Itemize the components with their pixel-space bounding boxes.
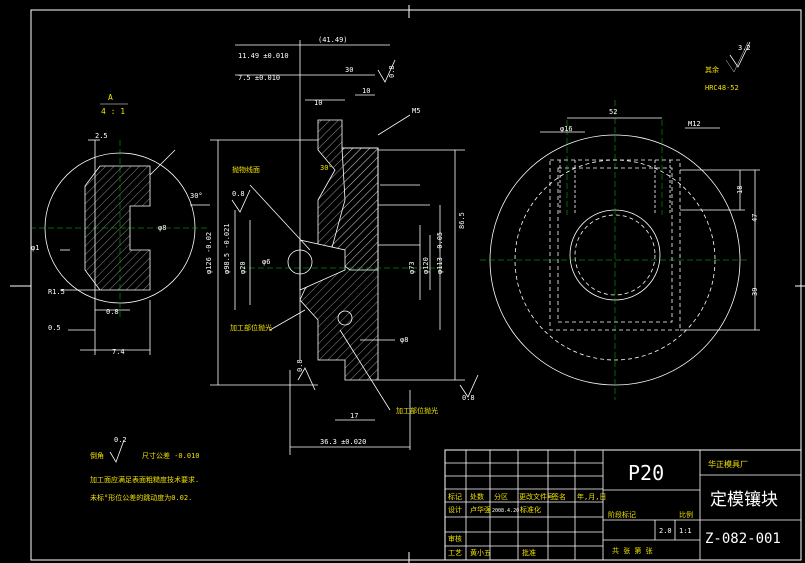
section-note-2: 30° xyxy=(320,164,333,172)
sheet-info: 共 张 第 张 xyxy=(612,546,653,555)
detail-dim-1: 2.5 xyxy=(95,132,108,140)
row-label-6: 年,月,日 xyxy=(577,492,606,501)
detail-dim-3: 0.8 xyxy=(106,308,119,316)
section-note-3: 加工部位抛光 xyxy=(230,323,272,332)
detail-dim-2: R1.5 xyxy=(48,288,65,296)
section-view-roughness xyxy=(231,59,479,398)
section-rough-1: 0.8 xyxy=(388,65,396,78)
designer-name: 卢华强 xyxy=(470,505,491,514)
row-label-1: 标记 xyxy=(448,492,462,501)
section-view-labels: (41.49) 11.49 ±0.010 30 7.5 ±0.010 10 10… xyxy=(205,36,475,446)
title-block-labels: P20 华正模具厂 定模镶块 Z-082-001 2.0 1:1 阶段标记 比例… xyxy=(448,459,781,557)
row-label-2: 处数 xyxy=(470,492,484,501)
approver-name: 黄小五 xyxy=(470,548,491,557)
stage-label: 阶段标记 xyxy=(608,510,636,519)
design-date: 2008.4.20 xyxy=(492,508,519,514)
note-2: 加工面应满足表面粗糙度技术要求. xyxy=(90,475,199,484)
detail-dim-7: φ8 xyxy=(158,224,166,232)
detail-dim-4: 7.4 xyxy=(112,348,125,356)
process-label: 工艺 xyxy=(448,549,462,557)
section-left-dim-1: φ126 -0.02 xyxy=(205,232,213,274)
note-1-suffix: 尺寸公差 -0.010 xyxy=(142,451,200,460)
plan-dim-3: φ16 xyxy=(560,125,573,133)
designer-label: 设计 xyxy=(448,505,462,514)
detail-scale: 4 : 1 xyxy=(101,107,125,116)
section-bottom-dim-1: 17 xyxy=(350,412,358,420)
detail-label: A xyxy=(108,93,113,102)
section-left-dim-4: φ6 xyxy=(262,258,270,266)
row-label-5: 签名 xyxy=(552,492,566,501)
drawing-frame xyxy=(10,5,805,563)
plan-dim-6: 39 xyxy=(751,288,759,296)
note-1-prefix: 倒角 xyxy=(90,451,104,460)
detail-dim-6: φ1 xyxy=(31,244,39,252)
section-top-dim-2: 11.49 ±0.010 xyxy=(238,52,289,60)
section-rough-4: 0.8 xyxy=(296,359,304,372)
plan-dim-4: 18 xyxy=(736,186,744,194)
weight-value: 2.0 xyxy=(659,527,672,535)
section-top-dim-6: 10 xyxy=(362,87,370,95)
note-3: 未标°形位公差的跳动度为0.02. xyxy=(90,493,192,502)
section-top-dim-3: 30 xyxy=(345,66,353,74)
note-1-value: 0.2 xyxy=(114,436,127,444)
section-rough-3: 0.8 xyxy=(462,394,475,402)
section-note-4: 加工部位抛光 xyxy=(396,406,438,415)
section-left-dim-2: φ98.5 -0.021 xyxy=(223,223,231,274)
title-block xyxy=(444,449,802,561)
row-label-4: 更改文件号 xyxy=(519,492,554,501)
row-label-3: 分区 xyxy=(494,492,508,501)
std-label: 标准化 xyxy=(520,505,541,514)
company-name: 华正模具厂 xyxy=(708,459,748,469)
section-view xyxy=(210,40,465,455)
scale-label: 比例 xyxy=(679,510,693,519)
detail-dim-8: 30° xyxy=(190,192,203,200)
section-right-dim-4: 86.5 xyxy=(458,212,466,229)
plan-roughness: 3.2 xyxy=(738,44,751,52)
part-name: 定模镶块 xyxy=(710,489,778,510)
section-right-dim-1: φ113 -0.05 xyxy=(436,232,444,274)
plan-dim-1: 52 xyxy=(609,108,617,116)
section-right-dim-2: φ120 xyxy=(422,257,430,274)
detail-dim-5: 0.5 xyxy=(48,324,61,332)
section-top-dim-7: M5 xyxy=(412,107,420,115)
scale-value: 1:1 xyxy=(679,527,692,535)
section-right-dim-5: φ8 xyxy=(400,336,408,344)
plan-note-2: HRC48-52 xyxy=(705,84,739,92)
part-material: P20 xyxy=(628,461,664,485)
section-top-dim-5: 10 xyxy=(314,99,322,107)
section-top-dim-4: 7.5 ±0.010 xyxy=(238,74,280,82)
section-top-dim-1: (41.49) xyxy=(318,36,348,44)
plan-view xyxy=(480,41,760,400)
technical-notes: 倒角 0.2 尺寸公差 -0.010 加工面应满足表面粗糙度技术要求. 未标°形… xyxy=(90,436,200,502)
plan-view-labels: 52 M12 φ16 18 47 39 3.2 其余 HRC48-52 xyxy=(560,44,759,296)
drawing-number: Z-082-001 xyxy=(705,531,781,547)
plan-note: 其余 xyxy=(705,65,719,74)
review-label: 审核 xyxy=(448,534,462,543)
section-right-dim-3: φ73 xyxy=(408,261,416,274)
plan-dim-5: 47 xyxy=(751,214,759,222)
section-left-dim-3: φ20 xyxy=(239,261,247,274)
detail-view-a xyxy=(30,139,210,355)
section-rough-2: 0.8 xyxy=(232,190,245,198)
section-note-1: 抛物线面 xyxy=(232,165,260,174)
approve-label: 批准 xyxy=(522,548,536,557)
plan-dim-2: M12 xyxy=(688,120,701,128)
section-bottom-dim-2: 36.3 ±0.020 xyxy=(320,438,366,446)
detail-view-a-labels: A 4 : 1 2.5 R1.5 0.8 7.4 0.5 φ1 φ8 30° xyxy=(31,93,203,356)
